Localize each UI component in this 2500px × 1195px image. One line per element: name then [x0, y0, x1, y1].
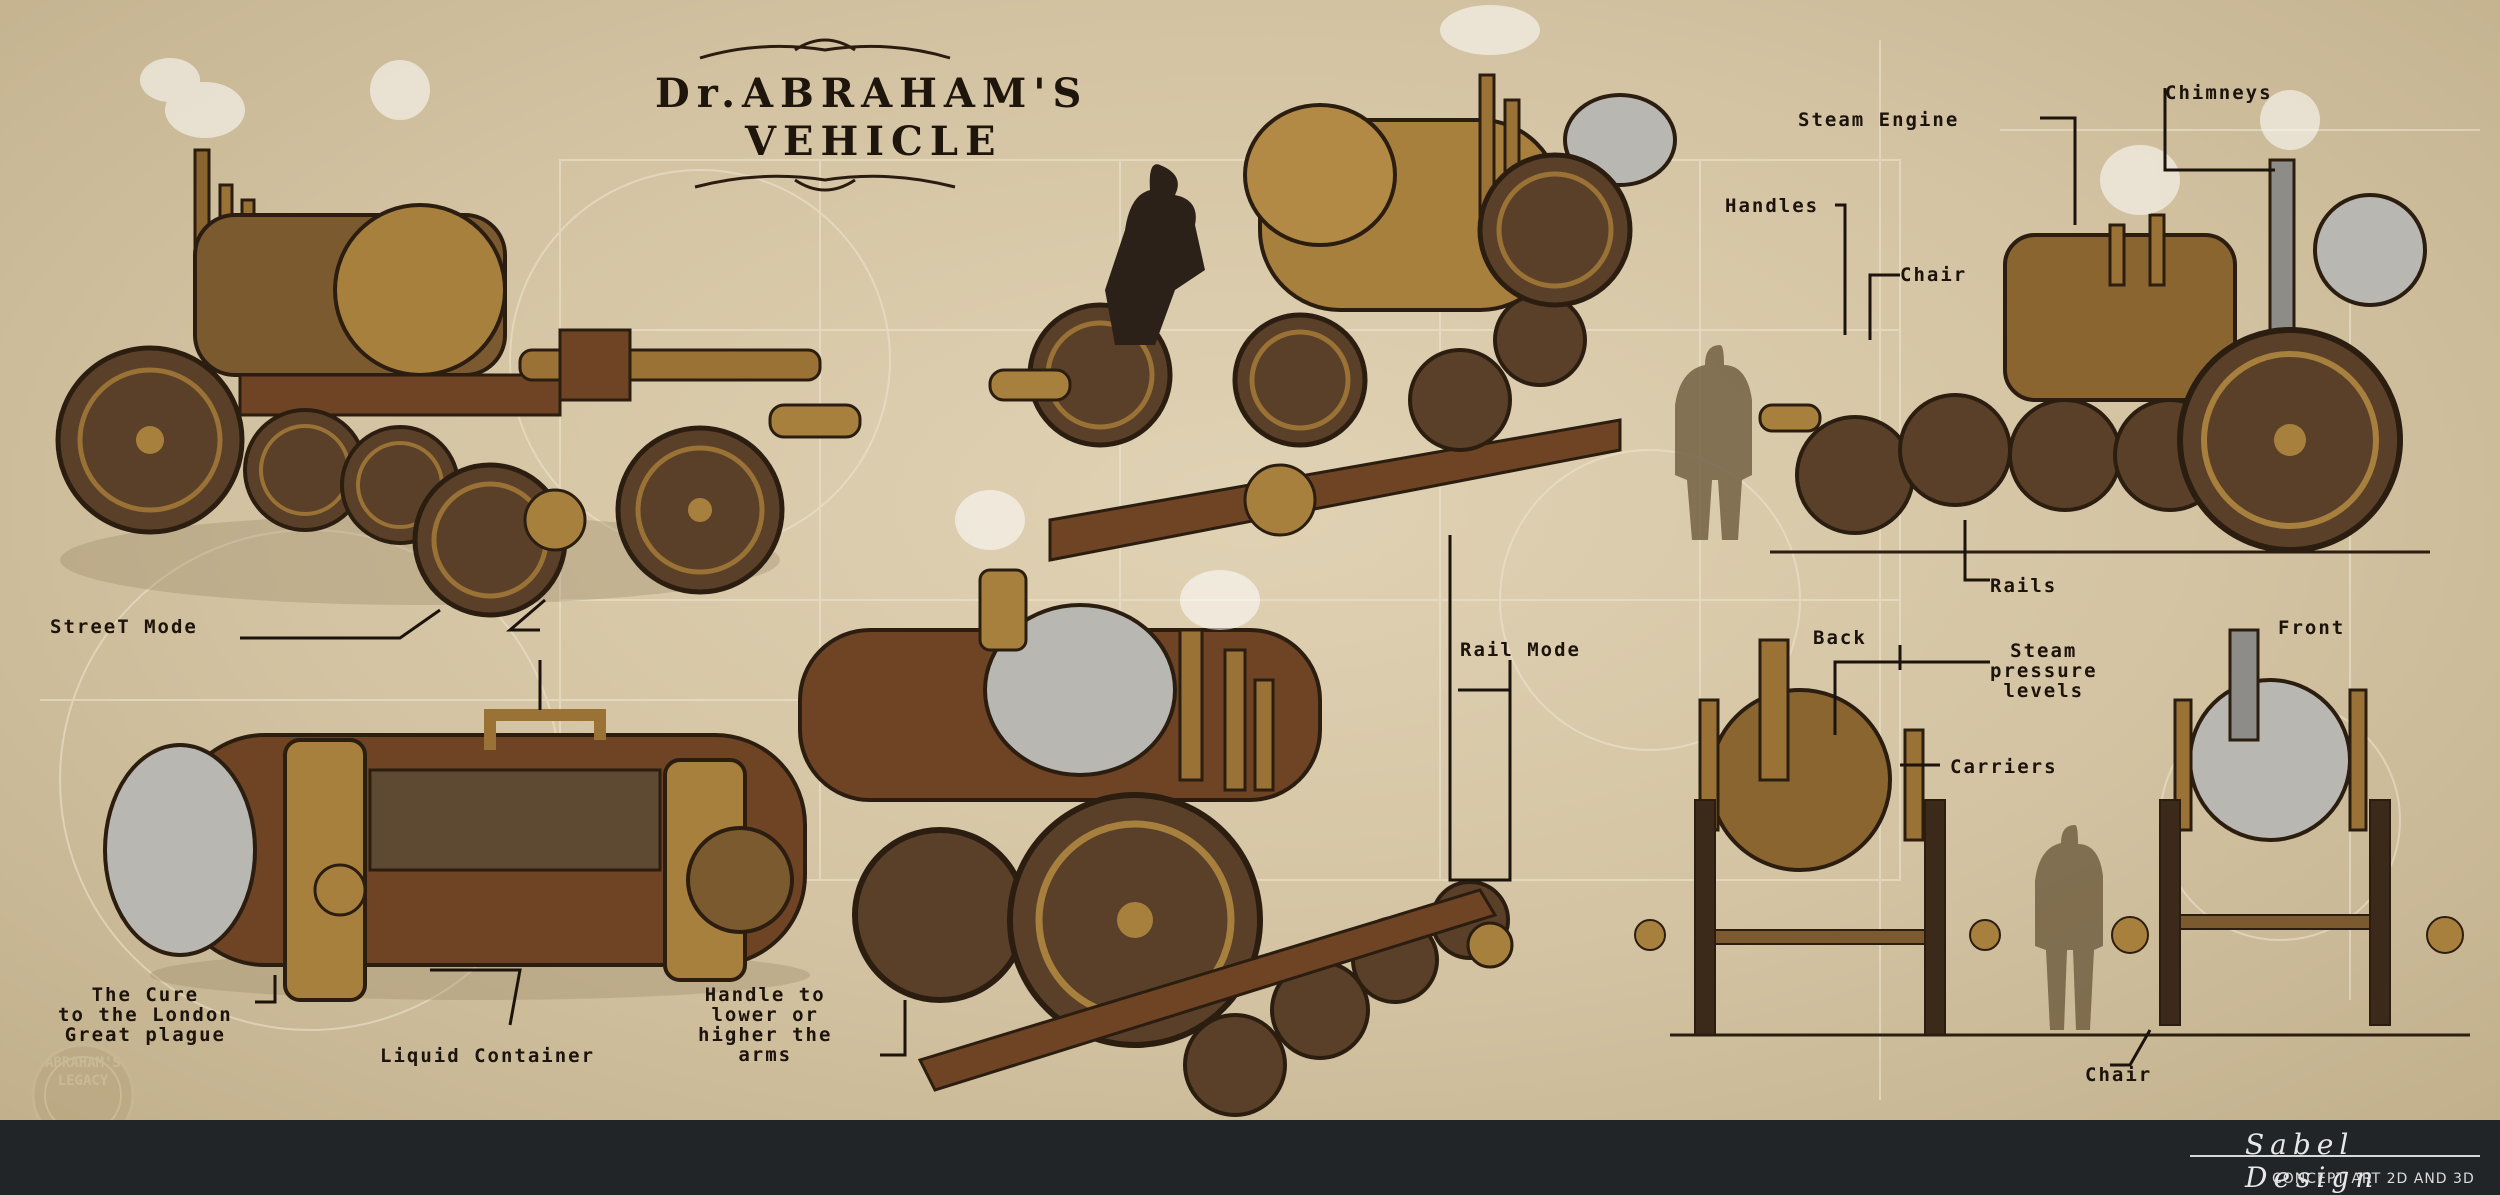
street-mode-vehicle: [55, 58, 862, 618]
label-handle-arms: Handle to lower or higher the arms: [698, 984, 833, 1066]
liquid-container: [103, 709, 810, 1002]
title-ornament: [694, 38, 956, 192]
label-steam-engine: Steam Engine: [1798, 109, 1960, 131]
label-handles: Handles: [1725, 195, 1820, 217]
closeup-vehicle: [798, 490, 1514, 1117]
back-view-vehicle: [1634, 638, 2001, 1036]
stamp-text: ABRAHAM'S LEGACY: [45, 1055, 121, 1089]
label-rail-mode: Rail Mode: [1460, 639, 1581, 661]
label-chair-side: Chair: [1900, 264, 1968, 286]
footer-subtitle: CONCEPT ART 2D AND 3D: [2272, 1171, 2475, 1187]
label-chimneys: Chimneys: [2165, 82, 2273, 104]
label-liquid-container: Liquid Container: [380, 1045, 596, 1067]
label-chair-front: Chair: [2085, 1064, 2153, 1086]
callout-lines: [240, 88, 2275, 1067]
label-steam-pressure: Steam pressure levels: [1990, 640, 2098, 702]
title-line-2: VEHICLE: [745, 118, 1003, 165]
label-street-mode: StreeT Mode: [50, 616, 198, 638]
concept-art-illustration: [40, 5, 2480, 1117]
concept-art-sheet: Dr.ABRAHAM'S VEHICLE StreeT Mode Rail Mo…: [0, 0, 2500, 1120]
rail-mode-vehicle: [988, 5, 1677, 562]
footer-bar: [0, 1120, 2500, 1195]
signature-underline: [2190, 1155, 2480, 1157]
front-view-vehicle: [1670, 628, 2470, 1037]
label-carriers: Carriers: [1950, 756, 2058, 778]
side-view-vehicle: [1675, 90, 2430, 554]
abrahams-legacy-stamp: [31, 1043, 135, 1120]
label-front: Front: [2278, 617, 2346, 639]
label-cure: The Cure to the London Great plague: [58, 984, 233, 1046]
label-back: Back: [1813, 627, 1867, 649]
title-line-1: Dr.ABRAHAM'S: [655, 70, 1089, 117]
label-rails: Rails: [1990, 575, 2058, 597]
